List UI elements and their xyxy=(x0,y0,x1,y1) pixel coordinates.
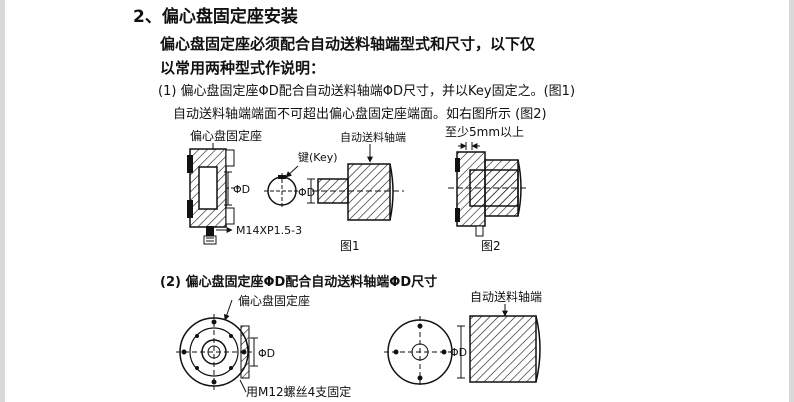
fig1-screw-label: M14XP1.5-3 xyxy=(236,224,302,237)
left-frame-edge xyxy=(0,0,5,402)
figure-2: 至少5mm以上 图2 xyxy=(445,125,528,253)
section2-shaft-end-view: ΦD 自动送料轴端 xyxy=(384,289,542,388)
section2-plate-front-view: ΦD 偏心盘固定座 用M12螺丝4支固定 xyxy=(176,293,351,399)
section1-line-1: (1) 偏心盘固定座ΦD配合自动送料轴端ΦD尺寸，并以Key固定之。(图1) xyxy=(158,84,576,99)
eccentric-plate-side-view: ΦD xyxy=(187,143,250,245)
section1-line-2: 自动送料轴端端面不可超出偏心盘固定座端面。如右图所示 (图2) xyxy=(173,107,547,122)
feed-shaft-end: ΦD xyxy=(298,144,404,221)
section-heading: 2、偏心盘固定座安装 xyxy=(133,7,298,27)
shaft-cross-section xyxy=(264,165,300,209)
intro-line-2: 以常用两种型式作说明： xyxy=(160,59,326,77)
sec2-dia-label: ΦD xyxy=(258,347,275,360)
fig1-plate-dia-label: ΦD xyxy=(233,183,250,196)
sec2-shaft-label: 自动送料轴端 xyxy=(470,289,542,304)
intro-line-1: 偏心盘固定座必须配合自动送料轴端型式和尺寸，以下仅 xyxy=(160,35,536,53)
sec2-plate-label: 偏心盘固定座 xyxy=(238,293,310,308)
fig1-plate-label: 偏心盘固定座 xyxy=(190,128,262,143)
sec2-dia-right-label: ΦD xyxy=(450,346,467,359)
fig1-key-label: 键(Key) xyxy=(298,150,338,164)
fig1-caption: 图1 xyxy=(340,239,360,253)
figure-1: ΦD ΦD 偏心盘固定座 键(Key) 自动送料轴端 M14XP1.5-3 图1 xyxy=(187,128,406,253)
right-frame-edge xyxy=(789,0,794,402)
sec2-screws-label: 用M12螺丝4支固定 xyxy=(246,384,351,399)
section2-title: (2) 偏心盘固定座ΦD配合自动送料轴端ΦD尺寸 xyxy=(160,275,438,290)
fig1-shaft-dia-label: ΦD xyxy=(298,186,315,199)
fig2-caption: 图2 xyxy=(481,239,501,253)
fig2-gap-label: 至少5mm以上 xyxy=(445,125,524,139)
fig1-shaft-label: 自动送料轴端 xyxy=(340,130,406,144)
